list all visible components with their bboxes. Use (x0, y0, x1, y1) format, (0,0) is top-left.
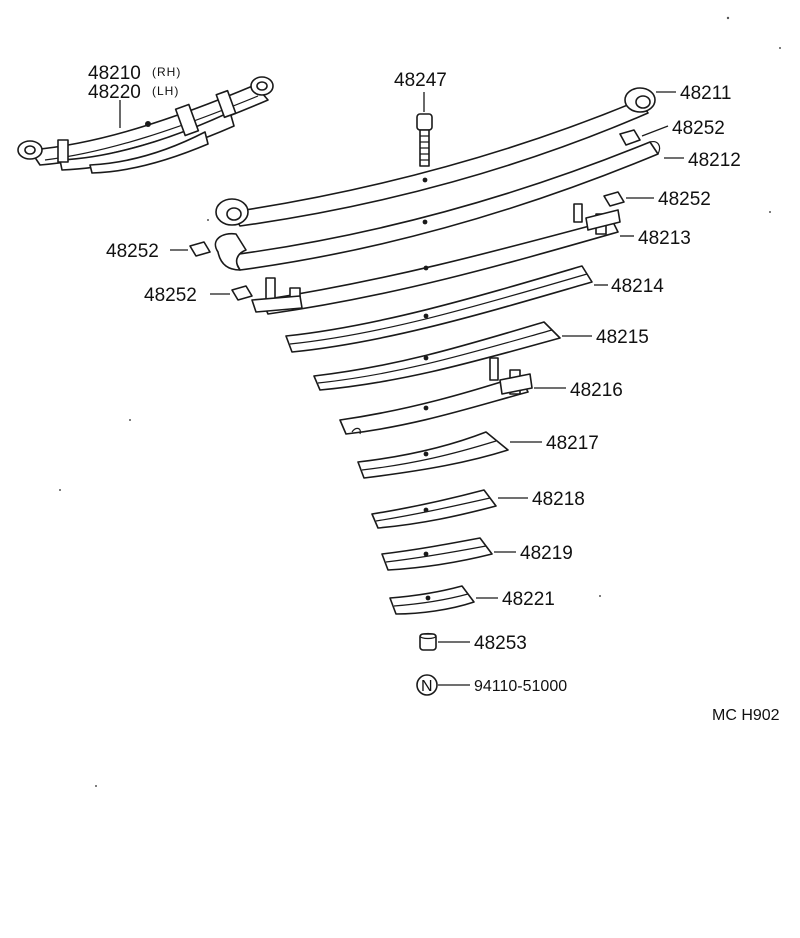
assembly-part-lh: 48220 (88, 82, 141, 103)
label-48252-a: 48252 (672, 118, 725, 139)
label-48221: 48221 (502, 589, 555, 610)
leaf-48211 (215, 87, 656, 227)
label-48218: 48218 (532, 489, 585, 510)
label-48252-b: 48252 (658, 189, 711, 210)
label-48212: 48212 (688, 150, 741, 171)
leaf-48214 (285, 265, 593, 353)
label-48252-c: 48252 (106, 241, 159, 262)
pad-48252-b (603, 191, 625, 207)
diagram-code: MC H902 (712, 707, 780, 724)
nut-symbol-letter: N (421, 678, 433, 695)
spacer-48253 (419, 632, 437, 651)
label-nut-part: 94110-51000 (474, 678, 567, 695)
pad-48252-a (619, 129, 641, 146)
assembly-part-rh: 48210 (88, 63, 141, 84)
label-48216: 48216 (570, 380, 623, 401)
leaf-48212 (214, 141, 661, 271)
label-48247: 48247 (394, 70, 447, 91)
leaf-48217 (357, 431, 509, 479)
label-48211: 48211 (680, 83, 731, 104)
center-bolt-48247 (416, 92, 433, 167)
leaf-48213 (251, 203, 621, 315)
assembly-side-rh: (RH) (152, 65, 181, 79)
leaf-48215 (313, 321, 561, 391)
label-48213: 48213 (638, 228, 691, 249)
label-48217: 48217 (546, 433, 599, 454)
pad-48252-c (189, 241, 211, 257)
assembly-side-lh: (LH) (152, 84, 179, 98)
pad-48252-d (231, 285, 253, 301)
label-48252-d: 48252 (144, 285, 197, 306)
leaf-48221 (389, 585, 475, 615)
leaf-48219 (381, 537, 493, 571)
nut-symbol (416, 674, 438, 696)
label-48219: 48219 (520, 543, 573, 564)
leader-48252-a (641, 125, 669, 137)
leaf-48218 (371, 489, 497, 529)
label-48253: 48253 (474, 633, 527, 654)
scan-specks (59, 16, 781, 787)
label-48215: 48215 (596, 327, 649, 348)
assembled-leaf-spring (17, 76, 274, 174)
label-48214: 48214 (611, 276, 664, 297)
leaf-48216 (339, 357, 533, 435)
